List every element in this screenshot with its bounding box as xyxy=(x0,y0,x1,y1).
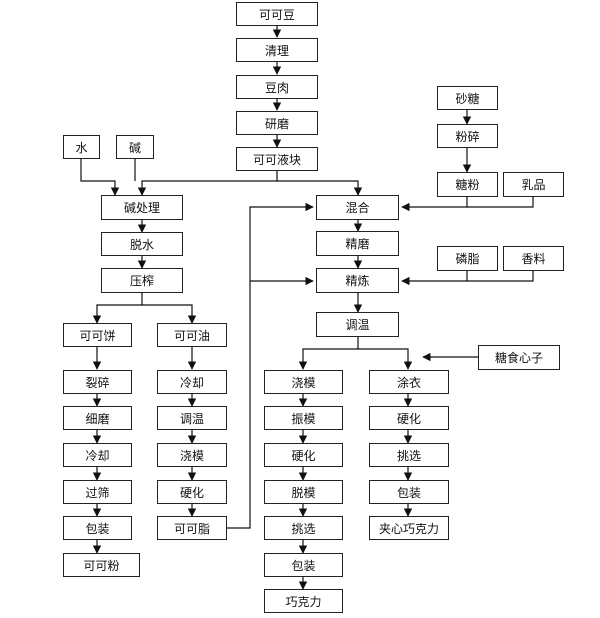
node-alkalize: 碱处理 xyxy=(101,195,183,220)
node-lecithin: 磷脂 xyxy=(437,246,498,271)
node-cocoa-powder: 可可粉 xyxy=(63,553,140,577)
node-cocoa-bean: 可可豆 xyxy=(236,2,318,26)
node-water: 水 xyxy=(63,135,100,159)
node-conche: 精炼 xyxy=(316,268,399,293)
edge-flavor-conche xyxy=(467,271,534,282)
node-select-center: 挑选 xyxy=(264,516,343,540)
node-cocoa-butter: 可可脂 xyxy=(157,516,227,540)
node-harden-center: 硬化 xyxy=(264,443,343,467)
node-nib: 豆肉 xyxy=(236,75,318,99)
node-chocolate: 巧克力 xyxy=(264,589,343,613)
node-press: 压榨 xyxy=(101,268,183,293)
edge-butter-loop xyxy=(225,202,314,529)
edge-lecithin-conche xyxy=(401,271,468,286)
edge-press-oil xyxy=(142,304,197,324)
node-dehydrate: 脱水 xyxy=(101,232,183,256)
node-harden-right: 硬化 xyxy=(369,406,449,430)
edge-press-cake xyxy=(92,293,143,324)
node-cool-left: 冷却 xyxy=(63,443,132,467)
node-clean: 清理 xyxy=(236,38,318,62)
node-mix: 混合 xyxy=(316,195,399,220)
node-pack-right: 包装 xyxy=(369,480,449,504)
node-dairy: 乳品 xyxy=(503,172,564,197)
node-sieve: 过筛 xyxy=(63,480,132,504)
node-harden-left: 硬化 xyxy=(157,480,227,504)
node-vibrate: 振模 xyxy=(264,406,343,430)
node-refine: 精磨 xyxy=(316,231,399,256)
node-mould-left: 浇模 xyxy=(157,443,227,467)
node-crush: 裂碎 xyxy=(63,370,132,394)
edge-liquor-split xyxy=(137,171,278,196)
edge-dairy-mix xyxy=(467,197,534,208)
node-pack-left: 包装 xyxy=(63,516,132,540)
node-select-right: 挑选 xyxy=(369,443,449,467)
node-sugar: 砂糖 xyxy=(437,86,498,110)
node-liquor: 可可液块 xyxy=(236,147,318,171)
edge-liquor-mix xyxy=(277,180,363,196)
edge-temper-enrobe xyxy=(358,348,413,370)
node-cake: 可可饼 xyxy=(63,323,132,347)
node-demould: 脱模 xyxy=(264,480,343,504)
node-pulverize: 粉碎 xyxy=(437,124,498,148)
edge-water-alkalize xyxy=(80,159,120,196)
node-grind: 研磨 xyxy=(236,111,318,135)
edge-icing-mix xyxy=(401,197,468,212)
node-filled-chocolate: 夹心巧克力 xyxy=(369,516,449,540)
node-cocoa-oil: 可可油 xyxy=(157,323,227,347)
node-flavor: 香料 xyxy=(503,246,564,271)
node-cool-right: 冷却 xyxy=(157,370,227,394)
edge-temper-mould-center xyxy=(298,337,359,370)
node-enrobe: 涂衣 xyxy=(369,370,449,394)
node-temper-left: 调温 xyxy=(157,406,227,430)
node-candy-center: 糖食心子 xyxy=(478,345,560,370)
node-fine-grind: 细磨 xyxy=(63,406,132,430)
node-alkali: 碱 xyxy=(116,135,154,159)
node-temper-center: 调温 xyxy=(316,312,399,337)
node-icing-sugar: 糖粉 xyxy=(437,172,498,197)
node-pack-center: 包装 xyxy=(264,553,343,577)
node-mould-center: 浇模 xyxy=(264,370,343,394)
